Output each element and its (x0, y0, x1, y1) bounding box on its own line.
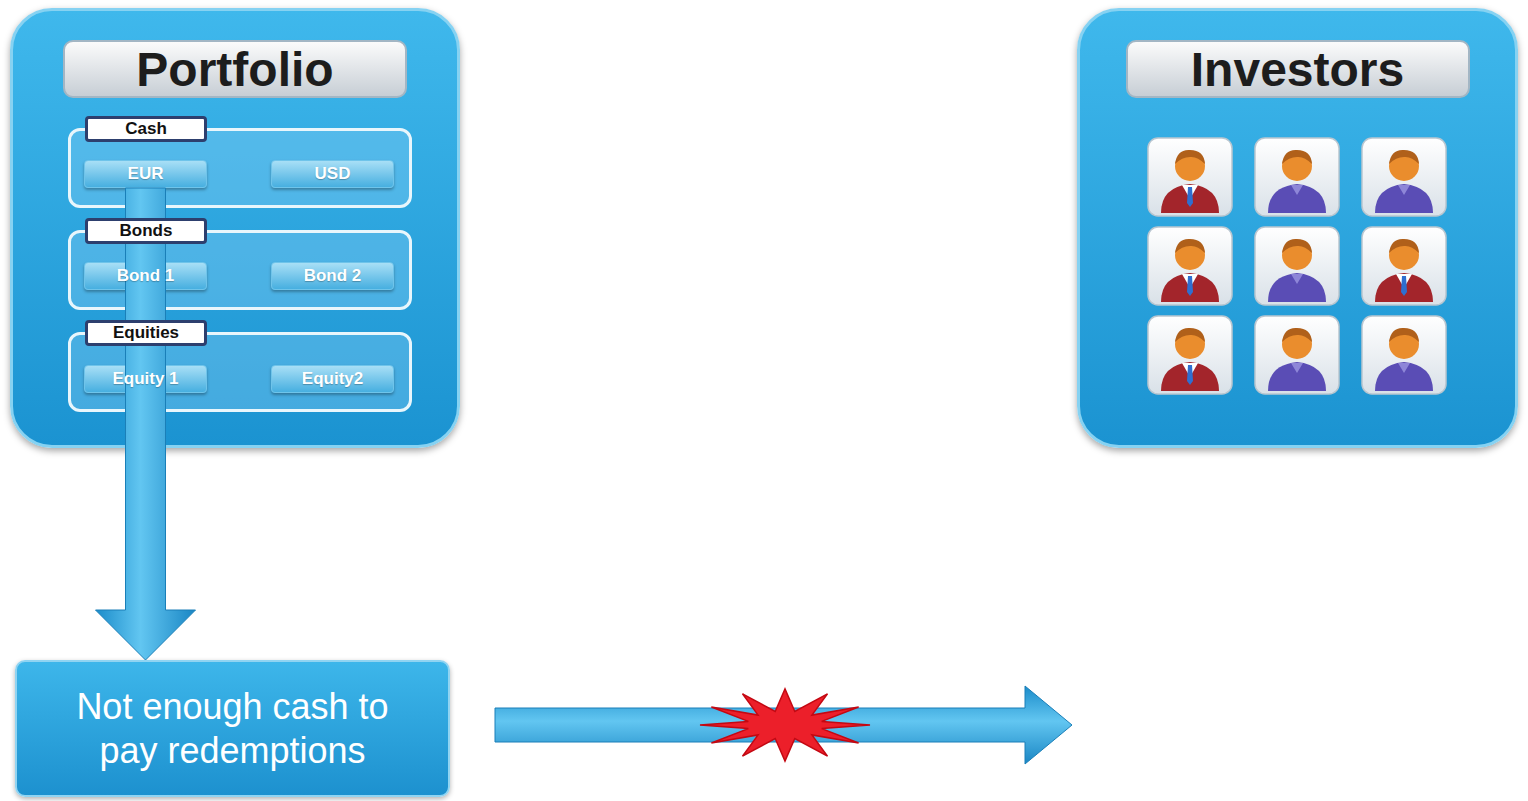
investor-icon (1148, 227, 1232, 305)
asset-label: Equity2 (302, 369, 363, 389)
investor-icon (1362, 316, 1446, 394)
category-panel: BondsBond 1Bond 2 (68, 230, 412, 310)
asset-button: Bond 1 (84, 262, 207, 290)
asset-button: Equity 1 (84, 365, 207, 393)
investor-icon (1148, 138, 1232, 216)
status-text: Not enough cash to pay redemptions (57, 685, 408, 771)
asset-label: Bond 1 (117, 266, 175, 286)
panel-label: Bonds (85, 218, 207, 244)
break-starburst (700, 689, 870, 761)
asset-label: Bond 2 (304, 266, 362, 286)
investor-icon (1255, 316, 1339, 394)
category-panel: EquitiesEquity 1Equity2 (68, 332, 412, 412)
investor-icon (1255, 138, 1339, 216)
box-title: Investors (1126, 40, 1470, 98)
asset-button: Equity2 (271, 365, 394, 393)
asset-button: USD (271, 160, 394, 188)
group-box: Investors (1077, 8, 1518, 448)
blocked-payment-arrow (495, 686, 1072, 764)
investor-icon (1362, 138, 1446, 216)
asset-label: EUR (128, 164, 164, 184)
investor-icon (1362, 227, 1446, 305)
category-panel: CashEURUSD (68, 128, 412, 208)
group-box: PortfolioCashEUR USD BondsBond 1 Bond 2 Equi… (10, 8, 460, 448)
asset-label: USD (315, 164, 351, 184)
investor-icon (1148, 316, 1232, 394)
panel-label: Cash (85, 116, 207, 142)
status-box: Not enough cash to pay redemptions (15, 660, 450, 797)
asset-label: Equity 1 (112, 369, 178, 389)
investor-icon (1255, 227, 1339, 305)
flow-arrow (96, 188, 196, 660)
investor-icons (1148, 138, 1446, 394)
asset-button: Bond 2 (271, 262, 394, 290)
asset-button: EUR (84, 160, 207, 188)
panel-label: Equities (85, 320, 207, 346)
box-title: Portfolio (63, 40, 407, 98)
